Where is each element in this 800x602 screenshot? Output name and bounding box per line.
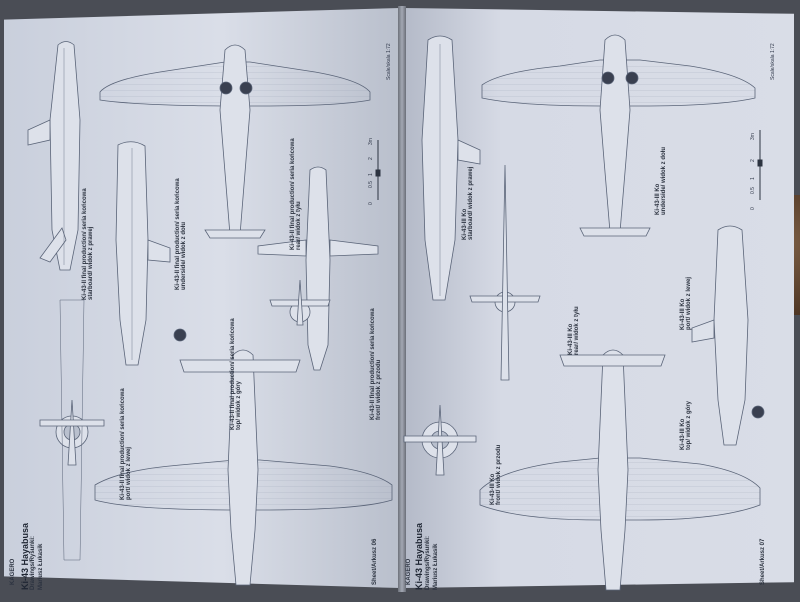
right-scale-tick-2: 1 xyxy=(750,177,756,180)
scale-bars xyxy=(375,130,763,200)
top-view xyxy=(94,349,393,586)
underside-view xyxy=(99,44,371,239)
left-view-label-port: Ki-43-II final production/ seria końcowa… xyxy=(120,388,132,500)
right-view-label-port: Ki-43-III Ko port/ widok z lewej xyxy=(680,276,692,330)
rp-underside-view xyxy=(481,34,756,237)
right-view-label-top: Ki-43-III Ko top/ widok z góry xyxy=(680,401,692,450)
left-scale-tick-0: 0 xyxy=(368,202,374,205)
right-scale-tick-4: 3m xyxy=(750,133,756,140)
left-scale-tick-4: 3m xyxy=(368,138,374,145)
right-view-label-rear: Ki-43-III Ko rear/ widok z tyłu xyxy=(568,306,580,355)
right-brand: KAGERO xyxy=(406,558,412,585)
right-scale-tick-0: 0 xyxy=(750,207,756,210)
right-view-label-underside: Ki-43-III Ko underside/ widok z dołu xyxy=(655,146,667,215)
right-sheet-label: Sheet/Arkusz 07 xyxy=(760,538,766,585)
side-view-port xyxy=(115,141,187,366)
left-scale-tick-1: 0.5 xyxy=(368,181,374,188)
right-view-label-starboard: Ki-43-III Ko starboard/ widok z prawej xyxy=(462,166,474,240)
right-scale: Scale/skala 1:72 xyxy=(770,43,776,80)
left-sheet-label: Sheet/Arkusz 06 xyxy=(372,538,378,585)
right-credit-2: Mariusz Łukasik xyxy=(433,543,439,590)
rp-rear-view xyxy=(469,164,541,381)
left-scale-tick-3: 2 xyxy=(368,157,374,160)
right-title: Ki-43 Hayabusa xyxy=(414,522,424,590)
rp-front-view xyxy=(403,404,477,476)
left-title: Ki-43 Hayabusa xyxy=(20,522,30,590)
rear-view xyxy=(269,279,331,326)
left-view-label-rear: Ki-43-II final production/ seria końcowa… xyxy=(290,138,302,250)
left-scale-tick-2: 1 xyxy=(368,173,374,176)
right-scale-tick-3: 2 xyxy=(750,159,756,162)
right-view-label-front: Ki-43-III Ko front/ widok z przodu xyxy=(490,444,502,505)
underside-small xyxy=(257,166,379,371)
left-view-label-starboard: Ki-43-II final production/ seria końcowa… xyxy=(82,188,94,300)
left-view-label-front: Ki-43-II final production/ seria końcowa… xyxy=(370,308,382,420)
side-view-starboard xyxy=(27,41,81,271)
rp-side-view-starboard xyxy=(421,35,481,301)
right-scale-tick-1: 0.5 xyxy=(750,187,756,194)
right-credit-1: Drawings/Rysunki: xyxy=(425,535,431,590)
book-spine xyxy=(398,6,406,592)
left-scale: Scale/skala 1:72 xyxy=(386,43,392,80)
left-brand: KAGERO xyxy=(10,558,16,585)
rp-top-view xyxy=(479,349,761,591)
left-credit-2: Mariusz Łukasik xyxy=(38,543,44,590)
front-view xyxy=(39,299,105,561)
left-view-label-top: Ki-43-II final production/ seria końcowa… xyxy=(230,318,242,430)
rp-side-view-port xyxy=(691,225,765,446)
left-view-label-underside: Ki-43-II final production/ seria końcowa… xyxy=(175,178,187,290)
left-credit-1: Drawings/Rysunki: xyxy=(30,535,36,590)
